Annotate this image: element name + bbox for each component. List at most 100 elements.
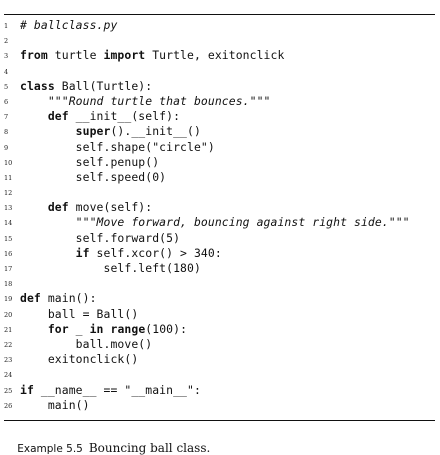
line-number: 2 [4, 37, 9, 46]
code-line: 23 exitonclick() [0, 352, 440, 367]
keyword-token: if [75, 245, 90, 260]
code-token: self.penup() [20, 154, 160, 169]
code-token: self.speed(0) [20, 169, 167, 184]
code-text: def move(self): [20, 200, 152, 215]
code-token [20, 124, 76, 138]
code-token: __name__ == "__main__": [33, 382, 201, 397]
code-token: Turtle, exitonclick [145, 48, 285, 63]
caption-text: Bouncing ball class. [88, 441, 211, 455]
line-number: 19 [4, 295, 13, 304]
code-line: 13 def move(self): [0, 200, 440, 215]
code-token: _ [68, 321, 90, 336]
code-text: exitonclick() [20, 352, 138, 367]
docstring-token: """Move forward, bouncing against right … [75, 215, 410, 230]
code-line: 11 self.speed(0) [0, 170, 440, 185]
line-number: 24 [4, 371, 13, 380]
code-text: if self.xcor() > 340: [20, 246, 222, 261]
code-token: self.shape("circle") [20, 139, 215, 154]
line-number: 3 [4, 52, 9, 61]
code-line: 20 ball = Ball() [0, 307, 440, 322]
keyword-token: super [75, 124, 111, 139]
docstring-token: """Round turtle that bounces.""" [47, 93, 271, 108]
code-line: 7 def __init__(self): [0, 109, 440, 124]
line-number: 11 [4, 173, 13, 182]
code-text: # ballclass.py [20, 18, 117, 33]
code-text: self.penup() [20, 155, 159, 170]
code-text: """Move forward, bouncing against right … [20, 215, 410, 230]
code-text: super().__init__() [20, 124, 201, 139]
code-token [20, 322, 48, 336]
code-line: 2 [0, 33, 440, 48]
code-token [20, 246, 76, 260]
code-token: main(): [40, 291, 97, 306]
code-token: self.xcor() > 340: [89, 245, 222, 260]
top-rule [4, 14, 435, 15]
line-number: 14 [4, 219, 13, 228]
code-line: 9 self.shape("circle") [0, 140, 440, 155]
code-token [20, 94, 48, 108]
code-line: 6 """Round turtle that bounces.""" [0, 94, 440, 109]
keyword-token: if [20, 382, 34, 397]
code-line: 8 super().__init__() [0, 124, 440, 139]
line-number: 20 [4, 310, 13, 319]
code-token: exitonclick() [20, 352, 139, 367]
code-text: def main(): [20, 291, 97, 306]
line-number: 9 [4, 143, 9, 152]
code-text: main() [20, 398, 90, 413]
code-line: 16 if self.xcor() > 340: [0, 246, 440, 261]
code-token: __init__(self): [68, 109, 181, 124]
code-text: if __name__ == "__main__": [20, 383, 201, 398]
code-line: 1 # ballclass.py [0, 18, 440, 33]
code-text: self.shape("circle") [20, 140, 215, 155]
comment-token: # ballclass.py [20, 18, 118, 32]
keyword-token: def [47, 109, 69, 124]
line-number: 7 [4, 113, 9, 122]
code-line: 19 def main(): [0, 291, 440, 306]
code-line: 15 self.forward(5) [0, 231, 440, 246]
code-line: 17 self.left(180) [0, 261, 440, 276]
line-number: 8 [4, 128, 9, 137]
code-text: class Ball(Turtle): [20, 79, 152, 94]
keyword-token: class [20, 78, 55, 93]
code-text: self.forward(5) [20, 231, 180, 246]
code-token [20, 200, 48, 214]
line-number: 4 [4, 67, 9, 76]
code-line: 14 """Move forward, bouncing against rig… [0, 215, 440, 230]
code-text: self.left(180) [20, 261, 201, 276]
code-token: self.left(180) [20, 261, 201, 275]
code-text: """Round turtle that bounces.""" [20, 94, 271, 109]
code-line: 26 main() [0, 398, 440, 413]
bottom-rule [4, 420, 435, 421]
code-line: 24 [0, 367, 440, 382]
line-number: 22 [4, 340, 13, 349]
code-token: main() [20, 397, 90, 412]
keyword-token: import [103, 48, 146, 63]
line-number: 6 [4, 97, 9, 106]
code-token [20, 215, 76, 229]
line-number: 17 [4, 265, 13, 273]
code-token: ball = Ball() [20, 306, 139, 321]
code-token [20, 109, 48, 123]
keyword-token: from [20, 48, 48, 63]
code-line: 22 ball.move() [0, 337, 440, 352]
code-line: 25 if __name__ == "__main__": [0, 383, 440, 398]
code-line: 3 from turtle import Turtle, exitonclick [0, 48, 440, 63]
code-line: 10 self.penup() [0, 155, 440, 170]
line-number: 25 [4, 386, 13, 395]
line-number: 26 [4, 401, 13, 410]
code-token: turtle [47, 48, 104, 63]
code-line: 12 [0, 185, 440, 200]
code-text: for _ in range(100): [20, 322, 187, 337]
code-token: (100): [145, 321, 188, 336]
line-number: 23 [4, 356, 13, 365]
line-number: 15 [4, 234, 13, 243]
line-number: 1 [4, 22, 9, 30]
code-token: Ball(Turtle): [54, 78, 153, 93]
code-text: from turtle import Turtle, exitonclick [20, 48, 284, 63]
line-number: 10 [4, 158, 13, 167]
code-text: ball = Ball() [20, 307, 138, 322]
code-token: self.forward(5) [20, 230, 181, 245]
keyword-token: def [47, 200, 69, 215]
